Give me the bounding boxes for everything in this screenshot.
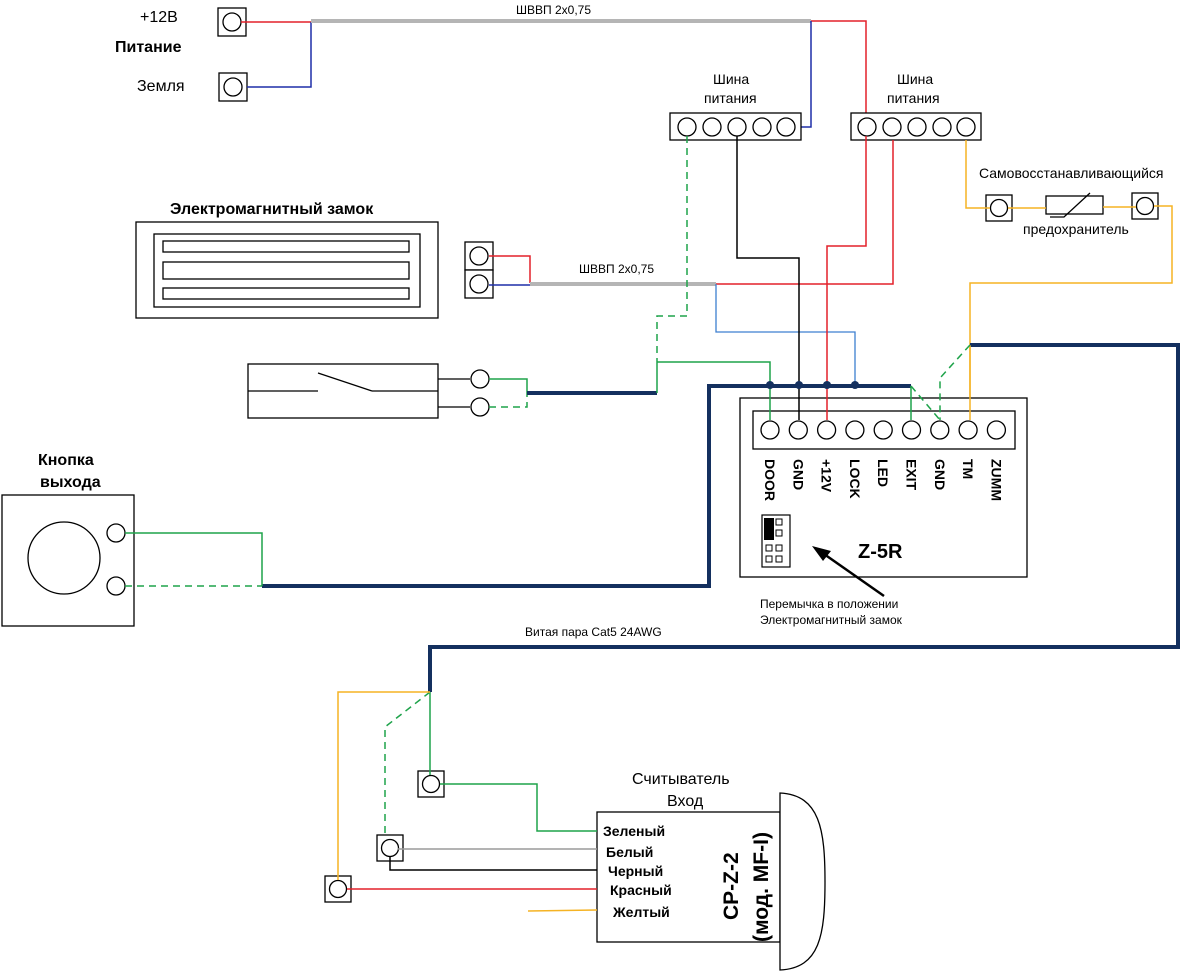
- lock-red-wire: [489, 255, 531, 283]
- reader-green-wire: [440, 783, 597, 832]
- fuse-terminal-right: [1131, 192, 1159, 220]
- controller-pin-terminal: [760, 420, 780, 440]
- exit-button-title1: Кнопка: [38, 452, 94, 469]
- busbar-left-label2: питания: [704, 90, 757, 106]
- jumper-arrow-icon: [812, 546, 885, 598]
- controller-cable: [262, 384, 911, 588]
- exit-green-wire: [125, 532, 263, 586]
- reader-wire-yellow: Желтый: [612, 904, 670, 920]
- fuse-out-wire: [969, 205, 1173, 413]
- fuse-terminal-left: [985, 194, 1013, 222]
- controller-pin-label: LOCK: [847, 459, 863, 499]
- fuse-label-top: Самовосстанавливающийся: [979, 165, 1164, 181]
- controller-pin-terminal: [816, 420, 837, 440]
- twisted-pair-label: Витая пара Cat5 24AWG: [525, 625, 662, 639]
- controller-pin-terminal: [901, 420, 922, 440]
- reader-green-dash: [384, 691, 431, 838]
- top-red-wire: [811, 20, 867, 118]
- controller-pin-terminal: [873, 420, 893, 440]
- busbar-left: [669, 112, 802, 141]
- fuse-label-bottom: предохранитель: [1023, 221, 1129, 237]
- top-cable-label: ШВВП 2х0,75: [516, 3, 591, 17]
- controller-pins: DOOR GND +12V LOCK LED EXIT GND TM ZUMM: [760, 420, 1007, 501]
- door-sensor: [247, 363, 490, 419]
- lock-blue-to-lock-pin: [715, 284, 856, 386]
- reader-model1: CP-Z-2: [720, 852, 743, 920]
- jumper-note-line2: Электромагнитный замок: [760, 613, 903, 627]
- controller-pin-terminal: [845, 420, 865, 440]
- plus12-label: +12В: [140, 9, 178, 26]
- controller-pin-terminal: [958, 420, 978, 440]
- door-green-wire: [489, 378, 528, 393]
- door-green-dash: [489, 393, 528, 408]
- jumper-note-line1: Перемычка в положении: [760, 597, 898, 611]
- plus12-pin-wire: [826, 136, 867, 420]
- controller-model: Z-5R: [858, 541, 903, 563]
- lock-cable-label: ШВВП 2х0,75: [579, 262, 654, 276]
- reader-body: [596, 792, 826, 971]
- controller-pin-label: GND: [932, 459, 948, 490]
- reader-yellow-wire: [527, 909, 598, 912]
- controller-pin-terminal: [930, 420, 950, 440]
- fuse-in-wire: [965, 140, 990, 209]
- busbar-right-label1: Шина: [897, 71, 933, 87]
- lock-red-to-bus: [716, 140, 894, 285]
- busbar-left-label1: Шина: [713, 71, 749, 87]
- reader-title2: Вход: [667, 793, 704, 810]
- controller-pin-label: DOOR: [762, 459, 778, 501]
- busbar-right: [850, 112, 982, 141]
- reader-wire-white: Белый: [606, 844, 653, 860]
- door-pin-wire: [657, 361, 771, 420]
- ground-wire: [247, 22, 312, 88]
- controller-pin-label: EXIT: [904, 459, 920, 491]
- reader-wire-green: Зеленый: [603, 823, 665, 839]
- reader-yellow-line: [337, 691, 430, 880]
- reader-wire-red: Красный: [610, 882, 672, 898]
- busbar-right-label2: питания: [887, 90, 940, 106]
- controller-pin-label: ZUMM: [988, 459, 1004, 501]
- exit-button: [1, 494, 135, 627]
- ground-label: Земля: [137, 78, 185, 95]
- reader-terminal-green: [417, 770, 445, 798]
- controller-pin-label: +12V: [819, 459, 835, 493]
- gnd-wire: [736, 136, 800, 420]
- reader-title1: Считыватель: [632, 771, 730, 788]
- jumper-icon: [761, 514, 791, 568]
- exit-button-title2: выхода: [40, 474, 101, 491]
- controller-pin-label: LED: [875, 459, 891, 487]
- controller-pin-terminal: [788, 420, 808, 440]
- controller-pin-label: GND: [790, 459, 806, 490]
- power-label: Питание: [115, 39, 182, 56]
- cable-junctions: [766, 381, 859, 389]
- electromagnetic-lock: [135, 221, 494, 319]
- lock-title: Электромагнитный замок: [170, 201, 374, 218]
- ground-terminal: [218, 72, 248, 102]
- fuse-icon: [1045, 192, 1104, 218]
- reader-black-wire: [389, 856, 597, 871]
- bus-green-dash: [656, 136, 688, 362]
- controller-pin-terminal: [986, 420, 1007, 440]
- reader-model2: (мод. MF-I): [750, 832, 773, 942]
- reader-wire-black: Черный: [608, 863, 663, 879]
- controller-pin-label: TM: [960, 459, 976, 479]
- gnd-dash-wire: [939, 344, 971, 420]
- top-blue-wire: [797, 21, 812, 128]
- reader-cable: [428, 343, 1180, 692]
- exit-gnd-dash: [910, 385, 941, 421]
